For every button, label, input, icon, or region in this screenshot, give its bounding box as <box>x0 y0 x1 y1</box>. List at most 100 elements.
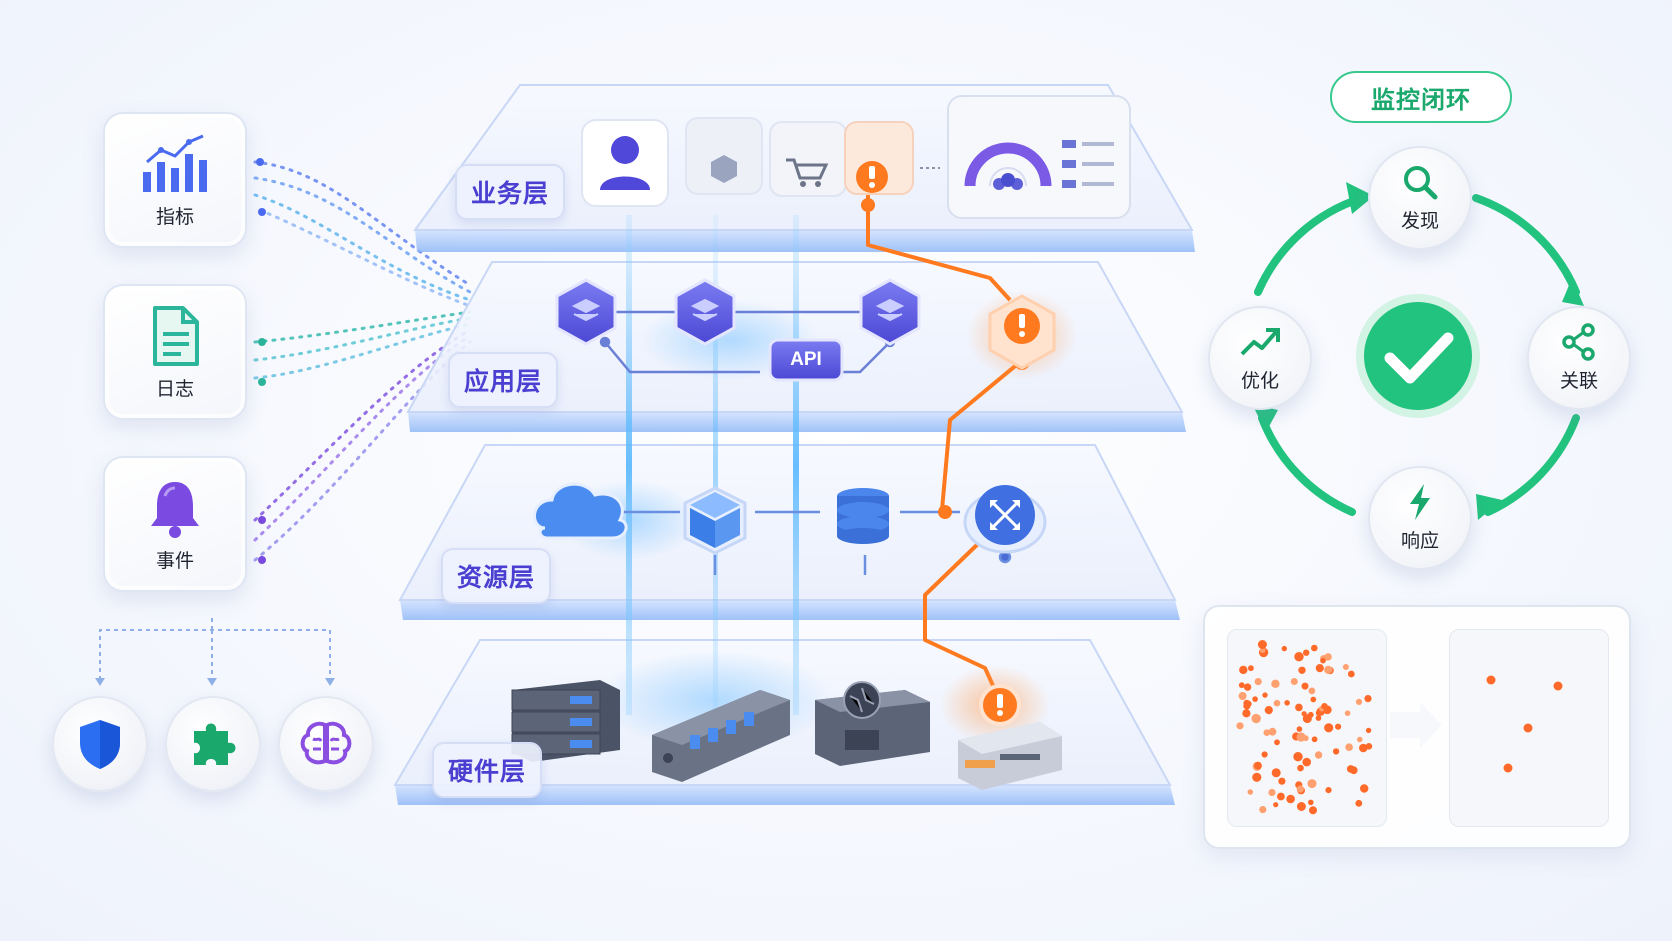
raw-alert-dot <box>1259 647 1266 654</box>
resource-container-cube[interactable] <box>683 486 747 555</box>
raw-alert-dot <box>1347 670 1355 678</box>
raw-alert-dot <box>1321 703 1328 710</box>
raw-alert-dot <box>1325 787 1332 794</box>
loop-node-optimize[interactable]: 优化 <box>1208 306 1312 410</box>
raw-alert-dot <box>1293 752 1303 762</box>
share-icon <box>1529 322 1629 362</box>
raw-alert-dot <box>1302 714 1312 724</box>
raw-alert-dot <box>1268 727 1277 736</box>
bell-icon <box>105 476 245 540</box>
resource-network-switch[interactable] <box>963 485 1047 554</box>
raw-alert-dot <box>1296 802 1306 811</box>
raw-alert-dot <box>1302 757 1311 767</box>
raw-alert-dot <box>1308 799 1314 806</box>
source-card-logs[interactable]: 日志 <box>103 284 247 420</box>
business-tile-alert[interactable] <box>844 121 914 195</box>
business-tile-box[interactable] <box>685 117 763 195</box>
raw-alert-dot <box>1295 703 1303 712</box>
layer-label-hardware: 硬件层 <box>432 742 543 798</box>
puzzle-icon <box>194 723 236 765</box>
raw-alert-dot <box>1262 692 1268 698</box>
raw-alert-dot <box>1243 699 1251 707</box>
slab-resource <box>398 444 1180 620</box>
raw-alert-dot <box>1335 723 1342 730</box>
raw-alert-dot <box>1254 678 1262 686</box>
raw-alert-dot <box>1257 640 1267 649</box>
raw-alert-dot <box>1254 761 1262 770</box>
capability-security[interactable] <box>52 696 148 792</box>
raw-alert-dot <box>1248 665 1254 672</box>
source-card-events[interactable]: 事件 <box>103 456 247 592</box>
resource-cloud[interactable] <box>533 482 628 540</box>
raw-alert-dot <box>1307 779 1317 789</box>
app-service-hex-1[interactable] <box>555 278 617 346</box>
loop-node-respond[interactable]: 响应 <box>1368 466 1472 570</box>
raw-alert-dot <box>1274 739 1280 746</box>
hardware-hard-drive[interactable] <box>958 722 1062 790</box>
raw-alert-dot <box>1355 799 1363 807</box>
raw-alert-dot <box>1277 792 1285 801</box>
business-tile-cart[interactable] <box>769 121 847 197</box>
raw-alert-dot <box>1296 732 1306 742</box>
hardware-power-unit[interactable] <box>815 681 930 766</box>
layer-label-resource: 资源层 <box>441 548 552 604</box>
raw-alert-dot <box>1290 678 1298 685</box>
source-label-events: 事件 <box>155 551 194 572</box>
capability-connector <box>99 615 331 680</box>
raw-alert-dot <box>1251 713 1261 724</box>
loop-label-discover: 发现 <box>1400 211 1439 232</box>
document-icon <box>105 304 245 368</box>
raw-alert-dot <box>1357 736 1363 743</box>
search-icon <box>1370 162 1470 202</box>
resource-database[interactable] <box>837 488 889 544</box>
raw-alerts-box <box>1227 629 1387 827</box>
raw-alert-dot <box>1355 698 1363 705</box>
app-alert-hex[interactable] <box>988 294 1056 370</box>
stream-origin-dots <box>256 158 266 564</box>
hardware-alert-marker[interactable] <box>979 684 1021 726</box>
hardware-network-appliance[interactable] <box>652 690 790 782</box>
source-card-metrics[interactable]: 指标 <box>103 112 247 248</box>
loop-arrowheads <box>1252 182 1584 520</box>
raw-alert-dot <box>1364 695 1372 703</box>
business-dashboard-panel[interactable] <box>947 95 1131 219</box>
app-service-hex-3[interactable] <box>859 278 921 346</box>
raw-alert-dot <box>1332 748 1340 755</box>
raw-alert-dot <box>1342 664 1349 670</box>
capability-connector-arrows <box>95 678 335 686</box>
api-gateway-badge[interactable] <box>768 338 844 382</box>
layer-label-business: 业务层 <box>455 164 566 220</box>
capability-ai[interactable] <box>278 696 374 792</box>
source-label-metrics: 指标 <box>155 207 194 228</box>
raw-alert-dot <box>1278 777 1286 785</box>
raw-alert-dot <box>1324 723 1334 733</box>
brain-icon <box>300 721 352 765</box>
raw-alert-dot <box>1286 794 1295 804</box>
raw-alert-dot <box>1238 682 1245 689</box>
loop-label-respond: 响应 <box>1400 531 1439 552</box>
reduced-alerts-box <box>1449 629 1609 827</box>
raw-alert-dot <box>1298 666 1306 674</box>
api-gateway-label: API <box>790 349 822 370</box>
raw-alert-dot <box>1349 766 1358 775</box>
hardware-rack-server[interactable] <box>511 680 620 762</box>
raw-alert-dot <box>1296 726 1303 732</box>
raw-alert-dot <box>1281 645 1287 652</box>
capability-plugin[interactable] <box>165 696 261 792</box>
app-service-hex-2[interactable] <box>674 278 736 346</box>
source-label-logs: 日志 <box>155 379 194 400</box>
raw-alert-dot <box>1271 679 1280 688</box>
loop-node-discover[interactable]: 发现 <box>1368 146 1472 250</box>
raw-alert-dot <box>1360 784 1369 793</box>
data-stream-logs <box>253 310 472 380</box>
loop-center-check <box>1356 294 1480 418</box>
raw-alert-dot <box>1236 722 1244 730</box>
loop-node-correlate[interactable]: 关联 <box>1527 306 1631 410</box>
loop-label-correlate: 关联 <box>1559 371 1598 392</box>
application-connections <box>586 310 896 374</box>
trend-up-icon <box>1210 322 1310 362</box>
business-tile-user[interactable] <box>581 119 669 207</box>
check-icon <box>1384 332 1454 384</box>
raw-alert-dot <box>1310 696 1317 703</box>
